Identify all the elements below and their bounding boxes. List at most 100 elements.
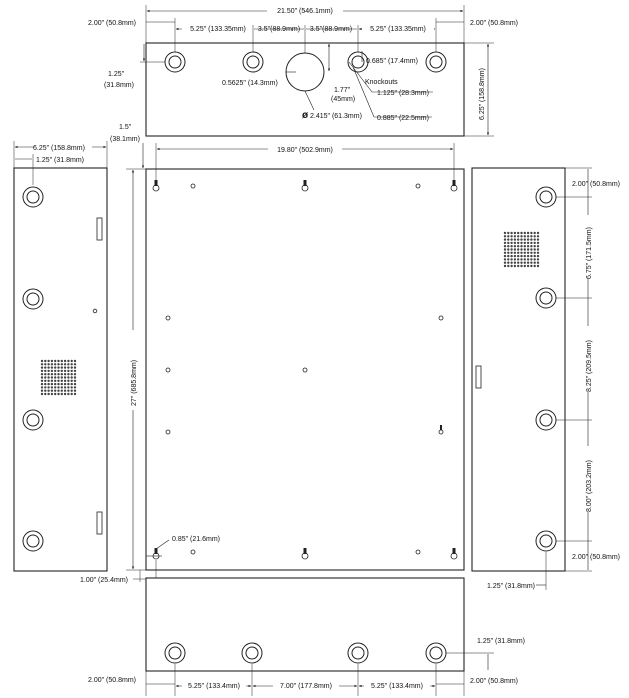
top-ko-offset: 0.685" (17.4mm) bbox=[366, 58, 418, 65]
vent-hole bbox=[47, 359, 50, 363]
vent-hole bbox=[526, 251, 530, 254]
vent-hole bbox=[520, 241, 523, 245]
top-small-ko-offset: 0.5625" (14.3mm) bbox=[222, 80, 278, 87]
vent-hole bbox=[536, 231, 540, 235]
vent-hole bbox=[54, 376, 57, 379]
vent-hole bbox=[73, 376, 77, 379]
vent-hole bbox=[60, 373, 63, 376]
vent-hole bbox=[526, 248, 530, 251]
vent-hole bbox=[44, 389, 47, 392]
vent-hole bbox=[533, 258, 536, 261]
front-hole bbox=[190, 183, 196, 189]
vent-hole bbox=[50, 376, 54, 379]
vent-hole bbox=[57, 379, 60, 382]
vent-hole bbox=[517, 241, 520, 245]
vent-hole bbox=[70, 386, 73, 389]
vent-hole bbox=[73, 373, 77, 376]
right-spacing-1: 6.75" (171.5mm) bbox=[586, 227, 593, 279]
vent-hole bbox=[513, 245, 517, 248]
front-view: 1.5" (38.1mm) 19.80" (502.9mm) 27" (685.… bbox=[80, 124, 465, 584]
vent-hole bbox=[47, 379, 50, 382]
vent-hole bbox=[60, 382, 63, 386]
top-view: 21.50" (546.1mm) 2.00" (50.8mm) 2.00" (5… bbox=[88, 5, 518, 137]
vent-hole bbox=[517, 248, 520, 251]
vent-hole bbox=[44, 366, 47, 369]
vent-hole bbox=[533, 248, 536, 251]
vent-hole bbox=[57, 366, 60, 369]
vent-hole bbox=[503, 248, 507, 251]
vent-hole bbox=[523, 258, 526, 261]
vent-hole bbox=[530, 235, 533, 238]
vent-hole bbox=[40, 359, 44, 363]
vent-hole bbox=[507, 238, 510, 241]
vent-hole bbox=[60, 389, 63, 392]
top-depth-right: 6.25" (158.8mm) bbox=[479, 68, 486, 120]
vent-hole bbox=[520, 248, 523, 251]
vent-hole bbox=[513, 241, 517, 245]
vent-hole bbox=[517, 258, 520, 261]
top-right-edge-offset: 2.00" (50.8mm) bbox=[470, 20, 518, 27]
top-large-ko-diameter: 2.415" (61.3mm) bbox=[310, 113, 362, 120]
vent-hole bbox=[70, 359, 73, 363]
vent-hole bbox=[60, 379, 63, 382]
vent-hole bbox=[503, 231, 507, 235]
right-knockout-3 bbox=[535, 409, 557, 431]
top-overall-width: 21.50" (546.1mm) bbox=[277, 8, 333, 15]
vent-hole bbox=[533, 251, 536, 254]
vent-hole bbox=[50, 389, 54, 392]
vent-hole bbox=[507, 248, 510, 251]
vent-hole bbox=[507, 258, 510, 261]
vent-hole bbox=[40, 366, 44, 369]
front-hole bbox=[165, 429, 171, 435]
top-depth-left-mm: (31.8mm) bbox=[104, 82, 134, 89]
vent-hole bbox=[520, 264, 523, 268]
front-keyhole-top-left bbox=[152, 180, 160, 192]
vent-hole bbox=[60, 366, 63, 369]
vent-hole bbox=[507, 261, 510, 264]
vent-hole bbox=[40, 363, 44, 366]
vent-hole bbox=[536, 251, 540, 254]
vent-hole bbox=[503, 264, 507, 268]
vent-hole bbox=[507, 235, 510, 238]
vent-hole bbox=[507, 264, 510, 268]
vent-hole bbox=[510, 231, 513, 235]
vent-hole bbox=[44, 382, 47, 386]
vent-hole bbox=[70, 373, 73, 376]
vent-hole bbox=[530, 241, 533, 245]
vent-hole bbox=[503, 238, 507, 241]
top-large-ko-center: 1.77" bbox=[334, 87, 351, 94]
vent-hole bbox=[57, 392, 60, 396]
vent-hole bbox=[47, 363, 50, 366]
vent-hole bbox=[67, 359, 70, 363]
vent-hole bbox=[44, 392, 47, 396]
vent-hole bbox=[513, 235, 517, 238]
vent-hole bbox=[50, 382, 54, 386]
vent-hole bbox=[44, 386, 47, 389]
vent-hole bbox=[503, 254, 507, 258]
vent-hole bbox=[47, 386, 50, 389]
vent-hole bbox=[530, 258, 533, 261]
vent-hole bbox=[523, 261, 526, 264]
vent-hole bbox=[44, 363, 47, 366]
bottom-knockout-3 bbox=[347, 642, 369, 664]
bottom-knockout-2 bbox=[241, 642, 263, 664]
top-knockout-3 bbox=[347, 51, 369, 73]
vent-hole bbox=[530, 231, 533, 235]
vent-hole bbox=[510, 258, 513, 261]
vent-hole bbox=[67, 392, 70, 396]
vent-hole bbox=[57, 363, 60, 366]
vent-hole bbox=[520, 231, 523, 235]
vent-hole bbox=[510, 248, 513, 251]
vent-hole bbox=[63, 382, 67, 386]
left-ko-offset: 1.25" (31.8mm) bbox=[36, 157, 84, 164]
vent-hole bbox=[517, 238, 520, 241]
vent-hole bbox=[536, 264, 540, 268]
vent-hole bbox=[54, 359, 57, 363]
vent-hole bbox=[530, 248, 533, 251]
vent-hole bbox=[70, 392, 73, 396]
vent-hole bbox=[70, 389, 73, 392]
knockout-dia-2: 0.885" (22.5mm) bbox=[377, 115, 429, 122]
vent-hole bbox=[70, 369, 73, 373]
vent-hole bbox=[536, 254, 540, 258]
